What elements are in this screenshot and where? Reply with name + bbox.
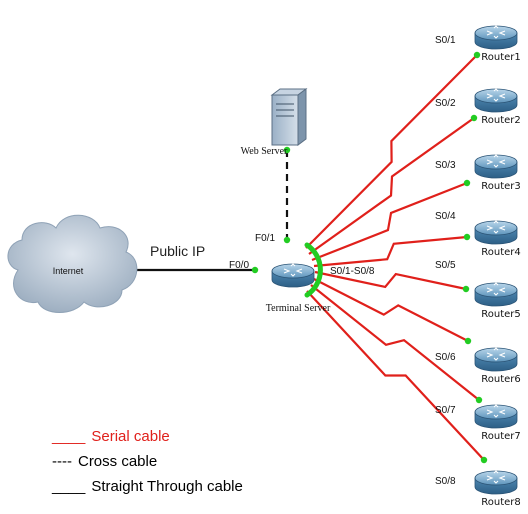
serial-range-port-label: S0/1-S0/8 (330, 266, 375, 277)
router-7-label: Router7 (481, 431, 521, 442)
serial-cable-7 (310, 284, 480, 401)
link-status-dot (251, 266, 259, 274)
router-3-label: Router3 (481, 181, 521, 192)
router-8-label: Router8 (481, 497, 521, 508)
router-6-port-label: S0/6 (435, 352, 456, 363)
router-3-port-label: S0/3 (435, 160, 456, 171)
serial-cable-5 (314, 270, 467, 291)
router-2-label: Router2 (481, 115, 521, 126)
router-5-label: Router5 (481, 309, 521, 320)
router-5-port-label: S0/5 (435, 260, 456, 271)
router-6-icon[interactable] (474, 347, 518, 372)
router-1-icon[interactable] (474, 25, 518, 50)
router-6-label: Router6 (481, 374, 521, 385)
router-4-label: Router4 (481, 247, 521, 258)
link-status-dot (473, 51, 481, 59)
router-1-label: Router1 (481, 52, 521, 63)
link-status-dot (463, 233, 471, 241)
link-status-dot (463, 179, 471, 187)
router-8-icon[interactable] (474, 470, 518, 495)
terminal-server-label: Terminal Server (266, 303, 331, 314)
serial-cable-3 (311, 181, 468, 262)
link-status-dot (480, 456, 488, 464)
router-1-port-label: S0/1 (435, 35, 456, 46)
legend-serial-mark: ____ (52, 428, 86, 445)
legend-serial: ____ Serial cable (52, 428, 170, 445)
router-3-icon[interactable] (474, 154, 518, 179)
f0-1-port-label: F0/1 (255, 233, 275, 244)
router-2-port-label: S0/2 (435, 98, 456, 109)
link-status-dot (283, 236, 291, 244)
serial-cable-6 (313, 278, 469, 342)
serial-cable-2 (308, 117, 475, 255)
link-status-dot (470, 114, 478, 122)
legend-straight: ____ Straight Through cable (52, 478, 243, 495)
f0-0-port-label: F0/0 (229, 260, 249, 271)
router-7-port-label: S0/7 (435, 405, 456, 416)
terminal-server-router-icon[interactable] (271, 263, 315, 288)
router-4-port-label: S0/4 (435, 211, 456, 222)
web-server-label: Web Server (241, 146, 288, 157)
legend-cross: ---- Cross cable (52, 453, 157, 470)
public-ip-label: Public IP (150, 243, 205, 259)
serial-port-bundle (304, 242, 323, 298)
web-server-icon[interactable] (270, 88, 308, 146)
link-status-dot (464, 337, 472, 345)
cable-layer (126, 51, 488, 464)
serial-cable-4 (313, 235, 468, 268)
internet-cloud-icon[interactable]: Internet (7, 214, 138, 313)
link-status-dot (475, 396, 483, 404)
serial-cable-8 (306, 290, 485, 461)
legend-serial-text: Serial cable (91, 428, 170, 445)
legend-cross-mark: ---- (52, 453, 72, 470)
link-status-dot (462, 285, 470, 293)
serial-cable-1 (305, 54, 478, 249)
router-7-icon[interactable] (474, 404, 518, 429)
router-8-port-label: S0/8 (435, 476, 456, 487)
legend-cross-text: Cross cable (77, 453, 158, 470)
router-4-icon[interactable] (474, 220, 518, 245)
link-status-dot (283, 146, 291, 154)
terminal-server-router-shape[interactable] (271, 263, 315, 288)
legend-straight-text: Straight Through cable (91, 478, 243, 495)
router-5-icon[interactable] (474, 282, 518, 307)
internet-label: Internet (53, 266, 84, 276)
router-2-icon[interactable] (474, 88, 518, 113)
legend-straight-mark: ____ (52, 478, 86, 495)
